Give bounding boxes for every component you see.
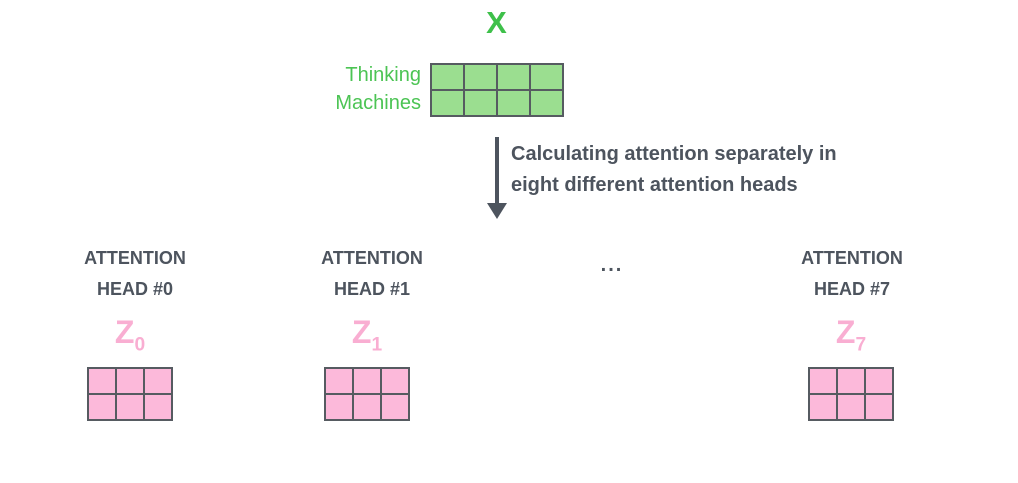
z7-subscript: 7 (855, 334, 867, 356)
arrow-caption-line1: Calculating attention separately in (511, 143, 837, 165)
z0-matrix-grid (87, 367, 173, 421)
matrix-cell (87, 367, 117, 395)
attention-head-7-label: ATTENTION HEAD #7 (742, 243, 962, 305)
matrix-cell (864, 367, 894, 395)
matrix-cell (808, 367, 838, 395)
matrix-cell (143, 367, 173, 395)
matrix-cell (115, 367, 145, 395)
matrix-cell (380, 367, 410, 395)
arrow-caption: Calculating attention separately in eigh… (511, 139, 837, 201)
matrix-cell (836, 367, 866, 395)
matrix-cell (529, 63, 564, 91)
matrix-cell (352, 393, 382, 421)
heads-ellipsis: ... (600, 254, 624, 276)
side-label-line1: Thinking (345, 64, 421, 86)
head-0-line2: HEAD #0 (96, 279, 174, 299)
matrix-cell (463, 63, 498, 91)
z1-letter: Z (351, 314, 372, 350)
z7-letter: Z (835, 314, 856, 350)
z1-matrix-grid (324, 367, 410, 421)
z0-label: Z0 (75, 314, 185, 354)
matrix-cell (864, 393, 894, 421)
matrix-cell (463, 89, 498, 117)
matrix-cell (352, 367, 382, 395)
z1-subscript: 1 (371, 334, 383, 356)
arrow-caption-line2: eight different attention heads (511, 174, 798, 196)
down-arrow-tip-icon (487, 203, 507, 219)
head-1-line1: ATTENTION (321, 248, 423, 268)
attention-head-1-label: ATTENTION HEAD #1 (262, 243, 482, 305)
input-matrix-grid (430, 63, 564, 117)
side-label-line2: Machines (335, 92, 421, 114)
z7-label: Z7 (796, 314, 906, 354)
attention-head-0-label: ATTENTION HEAD #0 (25, 243, 245, 305)
z7-matrix-grid (808, 367, 894, 421)
matrix-cell (380, 393, 410, 421)
matrix-cell (430, 89, 465, 117)
input-matrix-title: X (486, 5, 507, 40)
matrix-cell (115, 393, 145, 421)
head-7-line1: ATTENTION (801, 248, 903, 268)
matrix-cell (529, 89, 564, 117)
matrix-cell (430, 63, 465, 91)
down-arrow-icon (495, 137, 499, 205)
matrix-cell (143, 393, 173, 421)
head-1-line2: HEAD #1 (333, 279, 411, 299)
input-matrix-side-label: Thinking Machines (121, 61, 421, 117)
matrix-cell (87, 393, 117, 421)
matrix-cell (808, 393, 838, 421)
z0-subscript: 0 (134, 334, 146, 356)
matrix-cell (496, 89, 531, 117)
z1-label: Z1 (312, 314, 422, 354)
head-0-line1: ATTENTION (84, 248, 186, 268)
matrix-cell (324, 393, 354, 421)
z0-letter: Z (114, 314, 135, 350)
matrix-cell (836, 393, 866, 421)
matrix-cell (496, 63, 531, 91)
head-7-line2: HEAD #7 (813, 279, 891, 299)
matrix-cell (324, 367, 354, 395)
